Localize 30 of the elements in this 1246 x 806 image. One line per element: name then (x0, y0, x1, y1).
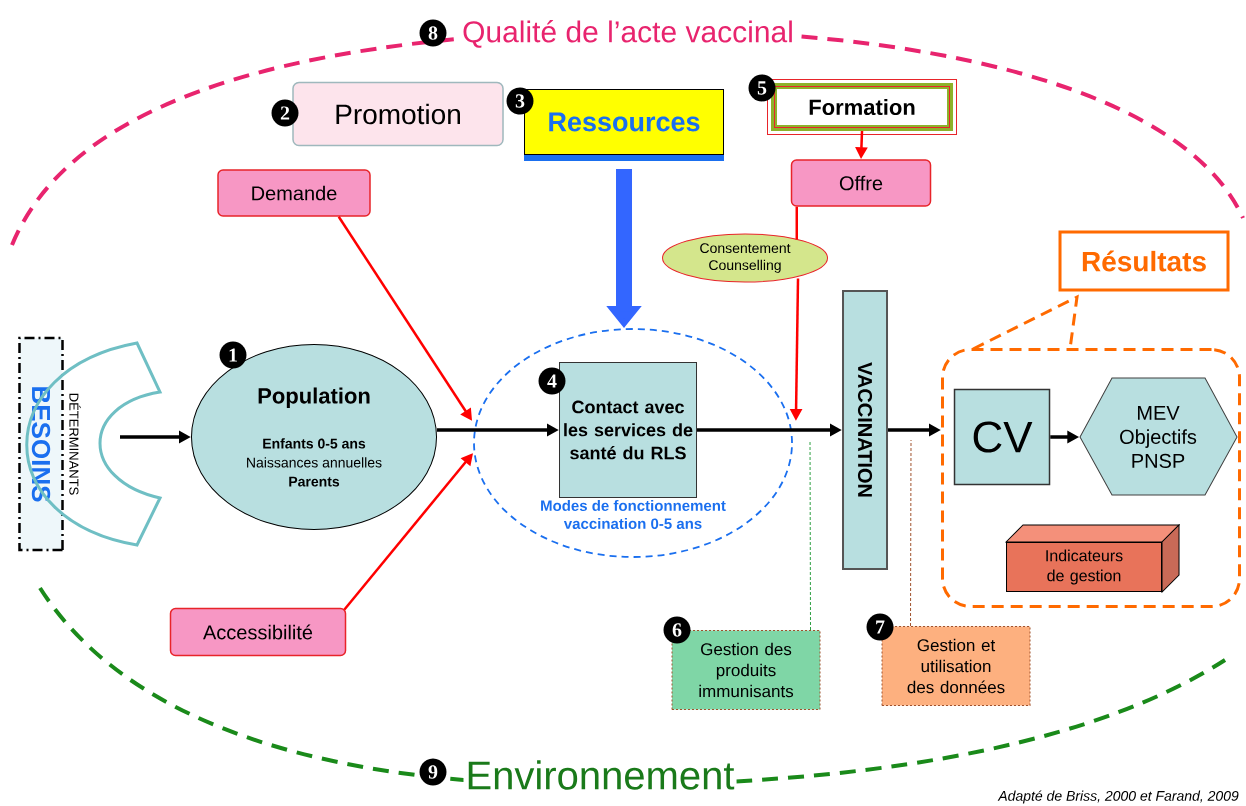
number-badge: 5 (748, 74, 776, 102)
arrow (343, 453, 473, 611)
dashed-line (910, 439, 912, 627)
highlight-box: Ressources (524, 89, 724, 161)
source-note: Adapté de Briss, 2000 et Farand, 2009 (997, 790, 1239, 804)
number-badge: 9 (419, 758, 447, 786)
heading-text: Environnement (463, 758, 737, 792)
heading-text: Qualité de l’acte vaccinal (460, 18, 796, 50)
ellipse-node: Consentement Counselling (662, 233, 828, 283)
callout-region (941, 294, 1241, 608)
rounded-box: Offre (790, 159, 932, 207)
process-box: Contact avec les services de santé du RLS (559, 362, 697, 498)
block-3d: Indicateurs de gestion (1005, 524, 1180, 593)
number-badge: 1 (219, 341, 247, 369)
number-badge: 6 (663, 616, 691, 644)
number-badge: 7 (866, 613, 894, 641)
number-badge: 2 (271, 99, 299, 127)
framed-box: Formation (767, 79, 957, 135)
number-badge: 3 (506, 87, 534, 115)
vertical-box: VACCINATION (842, 290, 888, 570)
number-badge: 4 (538, 367, 566, 395)
rounded-box: Promotion (292, 81, 504, 147)
hexagon: MEV Objectifs PNSP (1079, 377, 1238, 496)
dashed-line (809, 439, 811, 631)
heading-box: Résultats (1058, 230, 1230, 292)
rounded-box: Accessibilité (169, 607, 347, 657)
rounded-box: Demande (217, 169, 371, 217)
process-box: CV (953, 388, 1051, 486)
connector-line (795, 206, 798, 240)
number-badge: 8 (419, 19, 447, 47)
